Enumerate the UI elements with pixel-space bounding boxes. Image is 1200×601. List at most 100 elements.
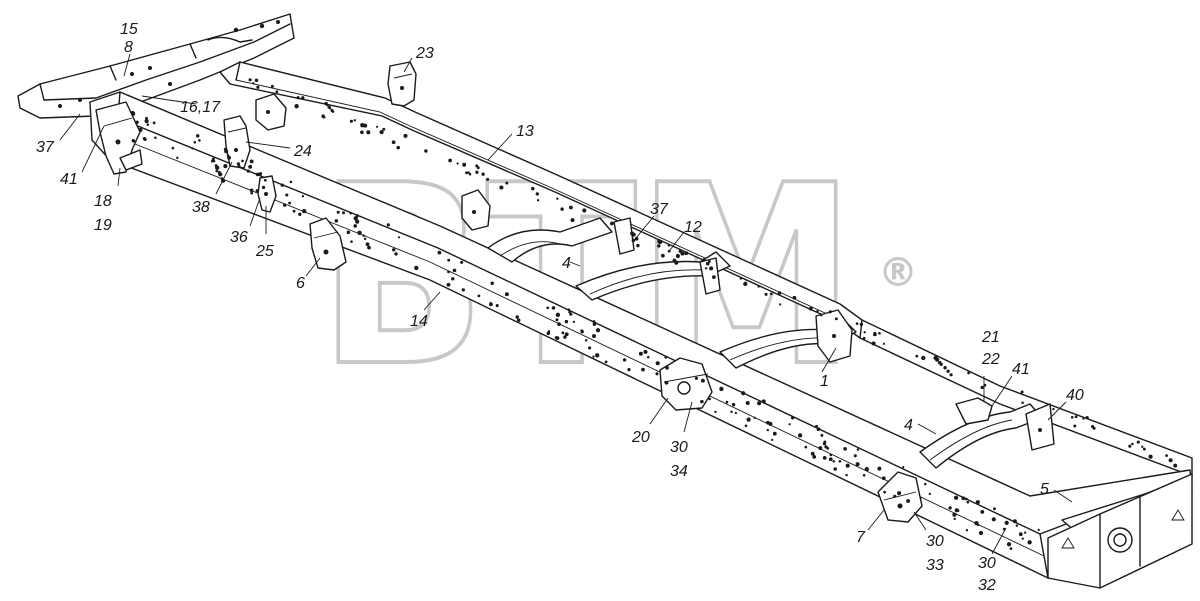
rivet-hole xyxy=(856,448,860,451)
rivet-hole xyxy=(893,494,897,498)
rivet-hole xyxy=(678,249,682,253)
rivet-hole xyxy=(1021,537,1024,540)
rivet-hole xyxy=(702,258,706,262)
rivet-holes xyxy=(130,78,1178,550)
rivet-hole xyxy=(1141,445,1144,448)
rivet-hole xyxy=(595,328,601,333)
rivet-hole xyxy=(824,445,828,449)
callout-34: 34 xyxy=(670,463,688,480)
callout-25: 25 xyxy=(255,243,274,260)
rivet-hole xyxy=(700,378,705,383)
rivet-hole xyxy=(766,428,769,432)
rivet-hole xyxy=(949,373,953,377)
rivet-hole xyxy=(757,401,762,406)
rivet-hole xyxy=(561,331,565,335)
rivet-hole xyxy=(1136,440,1140,444)
rivet-hole xyxy=(664,380,669,385)
rivet-hole xyxy=(570,218,575,223)
rivet-hole xyxy=(176,156,179,160)
rivet-hole xyxy=(859,322,864,327)
rivet-hole xyxy=(325,103,329,107)
rivet-hole xyxy=(298,212,302,216)
rivet-hole xyxy=(224,149,229,154)
callout-21: 21 xyxy=(981,329,1000,346)
callout-6: 6 xyxy=(296,275,305,292)
rivet-hole xyxy=(592,355,595,358)
rivet-hole xyxy=(772,431,777,436)
bracket-23 xyxy=(387,61,417,107)
rivet-hole xyxy=(223,164,228,169)
rivet-hole xyxy=(797,433,803,438)
rivet-hole xyxy=(460,260,464,264)
rivet-hole xyxy=(808,306,813,311)
rivet-hole xyxy=(634,236,639,241)
rivet-hole xyxy=(363,123,368,128)
rivet-hole xyxy=(1021,401,1024,405)
rivet-hole xyxy=(822,441,827,446)
rivet-hole xyxy=(731,402,736,407)
callout-16-17: 16,17 xyxy=(180,99,221,116)
callout-30-rear: 30 xyxy=(926,533,944,550)
rivet-hole xyxy=(154,136,157,140)
registered-mark: ® xyxy=(878,250,918,296)
rivet-hole xyxy=(739,277,742,280)
rivet-hole xyxy=(263,178,267,182)
rivet-hole xyxy=(171,146,175,150)
rivet-hole xyxy=(864,466,869,472)
rivet-hole xyxy=(1015,524,1019,527)
rivet-hole xyxy=(609,221,614,226)
rivet-hole xyxy=(275,90,279,94)
rivet-hole xyxy=(227,155,231,160)
rivet-hole xyxy=(991,517,996,522)
rivet-hole xyxy=(636,243,640,248)
rivet-hole xyxy=(448,158,452,163)
rivet-hole xyxy=(631,238,636,243)
rivet-hole xyxy=(694,376,698,380)
rivet-hole xyxy=(743,281,748,287)
rivet-hole xyxy=(285,193,289,197)
rivet-hole xyxy=(757,285,761,288)
rivet-hole xyxy=(753,416,756,420)
callout-7: 7 xyxy=(856,529,866,546)
rivet-hole xyxy=(771,438,774,442)
rivet-hole xyxy=(481,172,485,176)
rivet-hole xyxy=(256,85,260,89)
rivet-hole xyxy=(665,366,669,370)
rivet-hole xyxy=(301,96,305,100)
rivet-hole xyxy=(1131,442,1134,446)
rivet-hole xyxy=(1165,454,1168,457)
bracket-rear-1 xyxy=(815,309,853,363)
callout-41-rear: 41 xyxy=(1012,361,1030,378)
rivet-hole xyxy=(468,173,472,176)
rivet-hole xyxy=(943,365,947,370)
rivet-hole xyxy=(546,306,550,310)
rivet-hole xyxy=(855,322,859,325)
rivet-hole xyxy=(978,530,984,536)
rivet-hole xyxy=(734,411,738,415)
rivet-hole xyxy=(915,354,919,358)
callout-30-end: 30 xyxy=(978,555,996,572)
callout-labels: 15 8 23 16,17 37 41 18 19 24 13 38 36 25… xyxy=(36,21,1084,594)
rivet-hole xyxy=(1092,426,1096,430)
rivet-hole xyxy=(816,428,820,432)
rivet-hole xyxy=(1023,531,1027,534)
rivet-hole xyxy=(130,111,136,116)
rivet-hole xyxy=(788,423,791,426)
rivet-hole xyxy=(872,332,877,337)
rivet-hole xyxy=(551,306,556,310)
rivet-hole xyxy=(1074,415,1078,419)
rivet-hole xyxy=(1082,417,1085,420)
rivet-hole xyxy=(237,164,241,168)
rivet-hole xyxy=(725,400,729,404)
callout-4-front: 4 xyxy=(562,255,571,272)
rivet-hole xyxy=(878,331,881,335)
rivet-hole xyxy=(535,192,539,196)
bracket-mid-rail xyxy=(461,189,491,231)
rivet-hole xyxy=(557,322,561,326)
callout-36: 36 xyxy=(230,229,248,246)
rivet-hole xyxy=(248,164,253,169)
rivet-hole xyxy=(961,496,966,501)
callout-37-front: 37 xyxy=(36,139,55,156)
rivet-hole xyxy=(572,320,576,324)
rivet-hole xyxy=(953,495,959,500)
